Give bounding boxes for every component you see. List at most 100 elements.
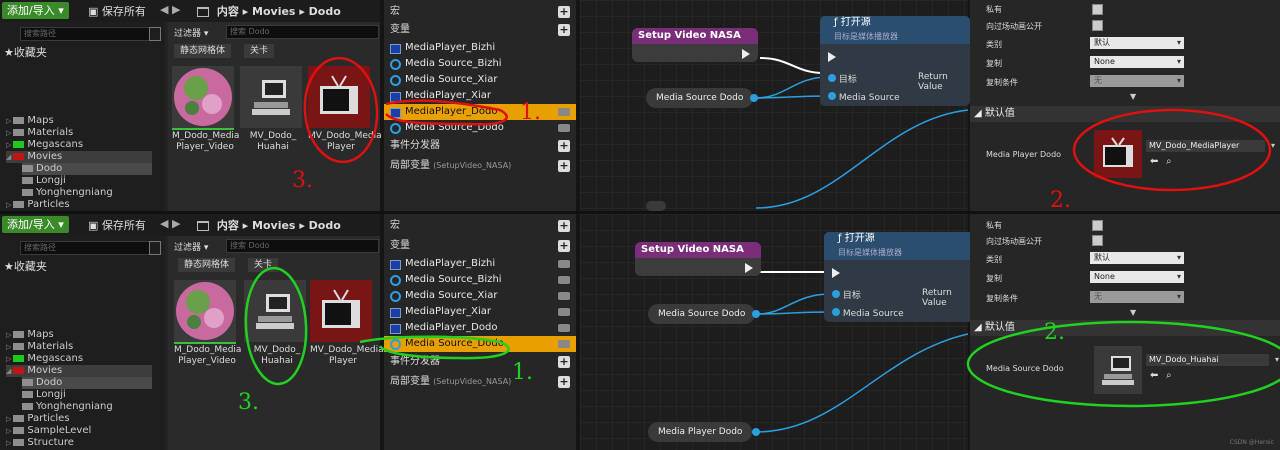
filter-chip[interactable]: 静态网格体 <box>178 258 236 272</box>
event-dispatchers-section[interactable]: 事件分发器+ <box>384 354 576 370</box>
tv-icon[interactable] <box>1094 130 1142 178</box>
variable-get-node[interactable] <box>646 201 666 211</box>
filter-chip[interactable]: 关卡 <box>244 44 275 58</box>
tree-node[interactable]: Yonghengniang <box>22 401 113 413</box>
visibility-toggle[interactable] <box>558 276 570 284</box>
tree-node[interactable]: ▷Structure <box>6 437 74 449</box>
add-icon[interactable]: + <box>558 355 570 368</box>
use-selected-icon[interactable]: ⬅ <box>1150 156 1159 167</box>
filter-chip[interactable]: 静态网格体 <box>174 44 232 58</box>
save-all-button[interactable]: ▣ 保存所有 <box>88 217 146 233</box>
search-path-input[interactable]: 搜索路径 <box>20 27 150 41</box>
browse-search-icon[interactable]: ⌕ <box>1166 156 1172 167</box>
variable-item[interactable]: Media Source_Dodo <box>384 120 576 136</box>
blueprint-graph[interactable]: Setup Video NASA Media Source Dodo Media… <box>580 214 974 450</box>
search-assets-input[interactable]: 搜索 Dodo <box>226 25 379 39</box>
variable-item[interactable]: Media Source_Xiar <box>384 288 576 304</box>
search-path-input[interactable]: 搜索路径 <box>20 241 150 255</box>
filter-button[interactable]: 过滤器 ▾ <box>174 243 209 253</box>
breadcrumb-item[interactable]: Dodo <box>308 219 341 232</box>
collapse-arrow-icon[interactable]: ▼ <box>1130 92 1137 101</box>
variable-item[interactable]: Media Source_Bizhi <box>384 56 576 72</box>
output-pin-icon[interactable] <box>750 94 758 102</box>
tree-node[interactable]: ▷Megascans <box>6 353 83 365</box>
use-selected-icon[interactable]: ⬅ <box>1150 370 1159 381</box>
tree-node[interactable]: ▷Materials <box>6 127 73 139</box>
asset-tile[interactable]: MV_Dodo_Media Player <box>310 280 384 398</box>
tree-options-button[interactable] <box>149 27 161 41</box>
visibility-toggle[interactable] <box>558 340 570 348</box>
tree-node[interactable]: ▷Particles <box>6 199 70 211</box>
tree-node[interactable]: Yonghengniang <box>22 187 113 199</box>
tree-node[interactable]: ◢Movies <box>6 151 152 163</box>
local-variables-section[interactable]: 局部变量 (SetupVideo_NASA)+ <box>384 374 576 390</box>
visibility-toggle[interactable] <box>558 124 570 132</box>
filter-button[interactable]: 过滤器 ▾ <box>174 29 209 39</box>
category-select[interactable]: 默认 <box>1090 37 1184 49</box>
output-pin-icon[interactable] <box>752 310 760 318</box>
visibility-toggle[interactable] <box>558 108 570 116</box>
return-value-pin[interactable]: Return Value <box>918 72 948 92</box>
tree-options-button[interactable] <box>149 241 161 255</box>
return-value-pin[interactable]: Return Value <box>922 288 952 308</box>
exec-in-pin-icon[interactable] <box>832 268 840 278</box>
asset-tile[interactable]: M_Dodo_Media Player_Video <box>172 66 239 184</box>
tree-node[interactable]: ▷Materials <box>6 341 73 353</box>
local-variables-section[interactable]: 局部变量 (SetupVideo_NASA)+ <box>384 158 576 174</box>
tree-node[interactable]: Longji <box>22 175 66 187</box>
tree-node[interactable]: ▷Particles <box>6 413 70 425</box>
expose-checkbox[interactable] <box>1092 235 1103 246</box>
replication-select[interactable]: None <box>1090 56 1184 68</box>
tree-node[interactable]: ▷SampleLevel <box>6 425 91 437</box>
search-assets-input[interactable]: 搜索 Dodo <box>226 239 379 253</box>
variables-section[interactable]: 变量+ <box>384 22 576 38</box>
add-icon[interactable]: + <box>558 23 570 36</box>
variable-item-selected[interactable]: MediaPlayer_Dodo <box>384 104 576 120</box>
asset-picker[interactable]: MV_Dodo_Huahai <box>1146 354 1279 366</box>
save-all-button[interactable]: ▣ 保存所有 <box>88 3 146 19</box>
visibility-toggle[interactable] <box>558 308 570 316</box>
add-import-button[interactable]: 添加/导入 ▾ <box>2 2 69 19</box>
variable-item[interactable]: Media Source_Bizhi <box>384 272 576 288</box>
target-pin[interactable]: 目标 <box>832 288 861 301</box>
visibility-toggle[interactable] <box>558 292 570 300</box>
event-dispatchers-section[interactable]: 事件分发器+ <box>384 138 576 154</box>
asset-tile[interactable]: MV_Dodo_Media Player <box>308 66 382 184</box>
replication-select[interactable]: None <box>1090 271 1184 283</box>
collapse-arrow-icon[interactable]: ▼ <box>1130 308 1137 317</box>
history-nav[interactable]: ◀ ▶ <box>160 3 181 16</box>
variable-get-node[interactable]: Media Source Dodo <box>648 304 756 324</box>
add-import-button[interactable]: 添加/导入 ▾ <box>2 216 69 233</box>
asset-tile[interactable]: MV_Dodo_ Huahai <box>240 66 302 184</box>
tree-node-selected[interactable]: Dodo <box>22 163 152 175</box>
breadcrumb-item[interactable]: Movies <box>252 219 296 232</box>
favorites-header[interactable]: ★收藏夹 <box>4 258 47 274</box>
breadcrumb-item[interactable]: Movies <box>252 5 296 18</box>
variable-item-selected[interactable]: Media Source_Dodo <box>384 336 576 352</box>
asset-tile[interactable]: M_Dodo_Media Player_Video <box>174 280 241 398</box>
variable-item[interactable]: MediaPlayer_Xiar <box>384 304 576 320</box>
macros-section[interactable]: 宏+ <box>384 218 576 234</box>
tree-node[interactable]: Longji <box>22 389 66 401</box>
variable-item[interactable]: MediaPlayer_Bizhi <box>384 256 576 272</box>
history-nav[interactable]: ◀ ▶ <box>160 217 181 230</box>
asset-picker[interactable]: MV_Dodo_MediaPlayer <box>1146 140 1275 152</box>
variable-item[interactable]: MediaPlayer_Bizhi <box>384 40 576 56</box>
blueprint-graph[interactable]: Setup Video NASA Media Source Dodo ƒ 打开源… <box>580 0 970 211</box>
macros-section[interactable]: 宏+ <box>384 4 576 20</box>
exec-pin-icon[interactable] <box>742 49 750 59</box>
expose-checkbox[interactable] <box>1092 20 1103 31</box>
function-node[interactable]: ƒ 打开源目标是媒体播放器 目标 Return Value Media Sour… <box>824 232 974 322</box>
visibility-toggle[interactable] <box>558 260 570 268</box>
exec-pin-icon[interactable] <box>745 263 753 273</box>
breadcrumb-item[interactable]: 内容 <box>216 219 239 232</box>
event-node[interactable]: Setup Video NASA <box>635 242 761 276</box>
private-checkbox[interactable] <box>1092 220 1103 231</box>
private-checkbox[interactable] <box>1092 4 1103 15</box>
browse-search-icon[interactable]: ⌕ <box>1166 370 1172 381</box>
variable-item[interactable]: MediaPlayer_Dodo <box>384 320 576 336</box>
tree-node[interactable]: ▷Maps <box>6 115 54 127</box>
tree-node[interactable]: ▷Megascans <box>6 139 83 151</box>
target-pin[interactable]: 目标 <box>828 72 857 85</box>
default-value-section[interactable]: ◢ 默认值 <box>970 320 1280 336</box>
